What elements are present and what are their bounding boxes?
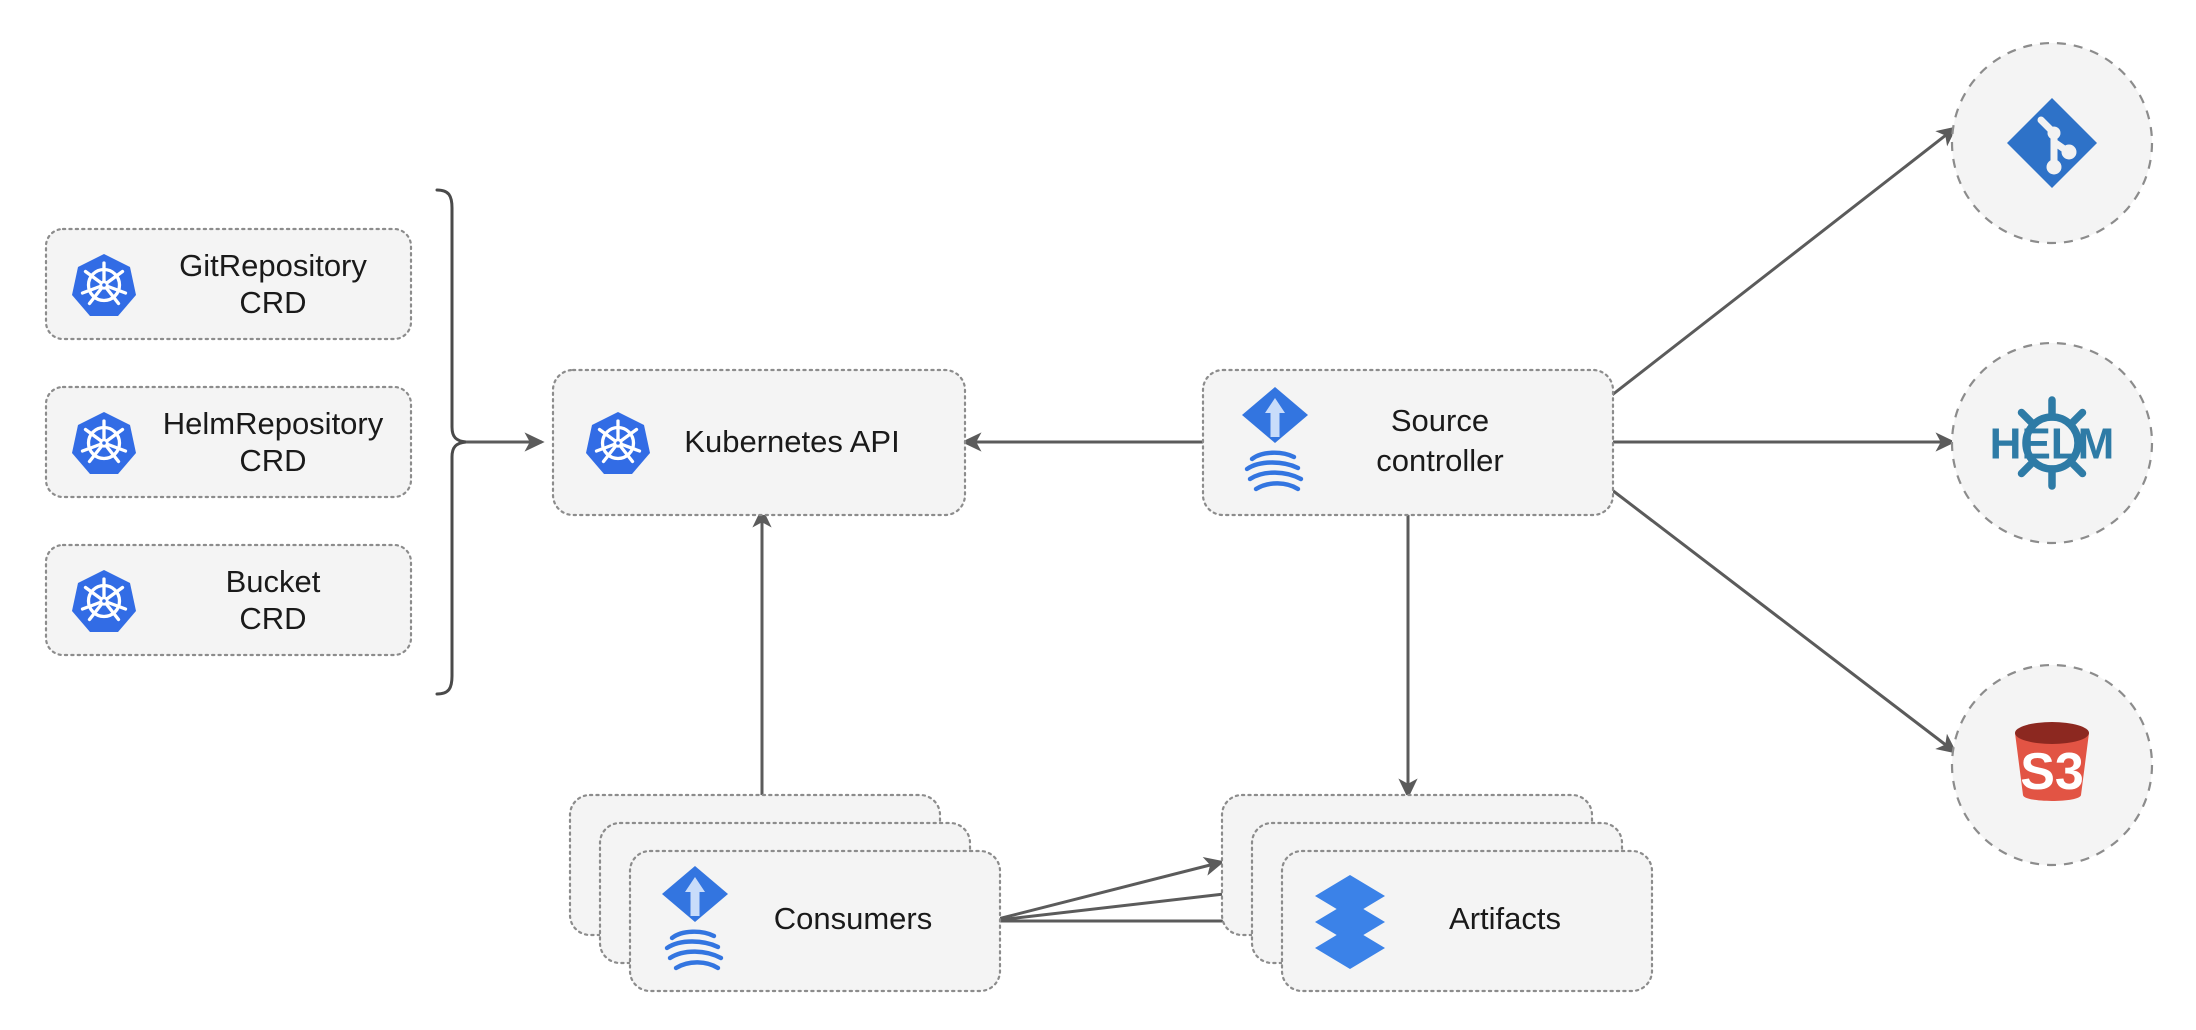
crd-helmrepository-line2: CRD — [239, 443, 306, 478]
node-source-controller[interactable]: Source controller — [1201, 368, 1615, 517]
crd-gitrepository-line1: GitRepository — [179, 248, 367, 283]
target-helm[interactable]: HELM — [1950, 341, 2154, 545]
target-s3[interactable]: S3 — [1950, 663, 2154, 867]
crd-helmrepository-line1: HelmRepository — [163, 406, 384, 441]
target-git[interactable] — [1950, 41, 2154, 245]
edge-consumers-to-artifacts-middle — [989, 883, 1253, 923]
node-consumers[interactable]: Consumers — [568, 793, 1002, 993]
kubernetes-api-label: Kubernetes API — [684, 424, 899, 459]
crd-card-gitrepository[interactable]: GitRepository CRD — [44, 227, 413, 341]
artifacts-card-front — [1280, 849, 1654, 993]
helm-label: HELM — [1990, 420, 2115, 469]
consumers-label: Consumers — [774, 901, 933, 936]
crd-card-bucket[interactable]: Bucket CRD — [44, 543, 413, 657]
edge-source-controller-to-git — [1611, 126, 1958, 397]
edge-source-controller-to-s3 — [1611, 488, 1958, 754]
consumers-card-front — [628, 849, 1002, 993]
crd-bucket-line1: Bucket — [226, 564, 321, 599]
source-controller-line1: Source — [1391, 403, 1489, 438]
crd-bucket-line2: CRD — [239, 601, 306, 636]
node-artifacts[interactable]: Artifacts — [1220, 793, 1654, 993]
crd-card-helmrepository[interactable]: HelmRepository CRD — [44, 385, 413, 499]
s3-label: S3 — [2020, 743, 2084, 801]
source-controller-line2: controller — [1376, 443, 1504, 478]
crd-gitrepository-line2: CRD — [239, 285, 306, 320]
node-kubernetes-api[interactable]: Kubernetes API — [551, 368, 967, 517]
artifacts-label: Artifacts — [1449, 901, 1561, 936]
edge-consumers-to-artifacts-back — [989, 856, 1225, 923]
